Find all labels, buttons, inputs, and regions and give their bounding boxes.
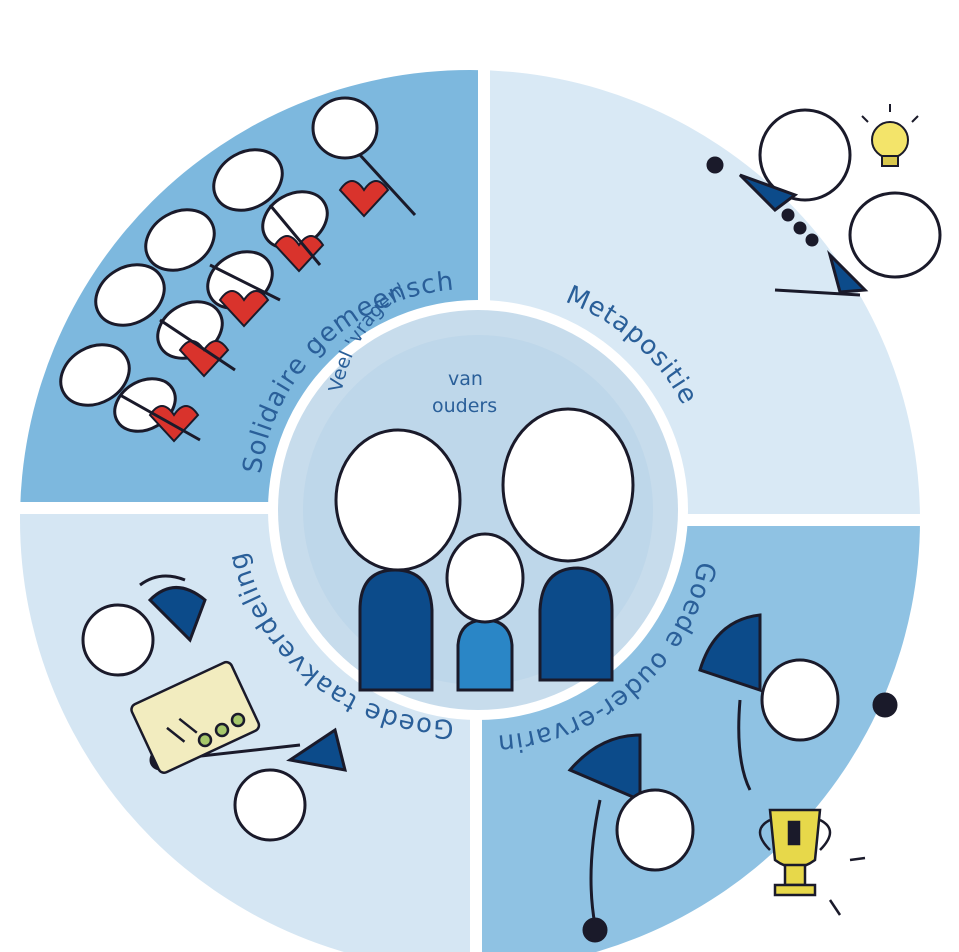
person-head xyxy=(59,343,131,407)
person-head xyxy=(212,148,284,212)
person-head xyxy=(311,96,379,160)
person-body xyxy=(698,613,762,693)
trophy-icon xyxy=(758,808,866,916)
child-body xyxy=(456,618,514,692)
heart-icon xyxy=(338,180,390,218)
heart-icon xyxy=(148,405,200,443)
person-body xyxy=(827,249,869,294)
person-head xyxy=(615,788,695,872)
thought-dot xyxy=(781,208,795,222)
person-head xyxy=(758,108,852,202)
parent-right-body xyxy=(538,566,614,682)
thought-dot xyxy=(793,221,807,235)
arm-line xyxy=(139,574,186,587)
parent-left-body xyxy=(358,568,434,692)
arm-line xyxy=(737,699,752,791)
ouder-ervaring-figures xyxy=(567,613,898,943)
arm-line xyxy=(268,204,322,266)
center-title-line3: ouders xyxy=(432,395,497,417)
community-figures xyxy=(59,96,379,433)
arm-line xyxy=(119,393,201,442)
taakverdeling-figures xyxy=(81,574,348,842)
person-head xyxy=(94,263,166,327)
lightbulb-icon xyxy=(861,104,919,167)
parent-left-head xyxy=(334,428,462,572)
community-arms xyxy=(119,153,417,442)
center-title-line2: van xyxy=(448,368,483,390)
person-head xyxy=(760,658,840,742)
person-head xyxy=(848,191,942,279)
person-body xyxy=(738,173,799,212)
person-body xyxy=(147,586,207,643)
checklist-icon xyxy=(130,660,261,774)
person-head xyxy=(144,208,216,272)
person-head xyxy=(233,768,307,842)
person-body xyxy=(286,727,348,772)
family-figures xyxy=(334,407,635,692)
arm-line xyxy=(209,263,281,302)
arm-line xyxy=(159,318,236,372)
metapositie-figures xyxy=(706,108,942,297)
arm-line xyxy=(774,288,861,297)
arm-line xyxy=(358,153,417,217)
person-body xyxy=(567,733,642,803)
heart-icon xyxy=(218,290,270,328)
child-head xyxy=(445,532,525,624)
arm-line xyxy=(589,799,602,926)
person-head xyxy=(81,603,155,677)
hand-dot xyxy=(872,692,898,718)
parent-right-head xyxy=(501,407,635,563)
heart-icon xyxy=(273,235,325,273)
hand-dot xyxy=(706,156,724,174)
thought-dot xyxy=(805,233,819,247)
